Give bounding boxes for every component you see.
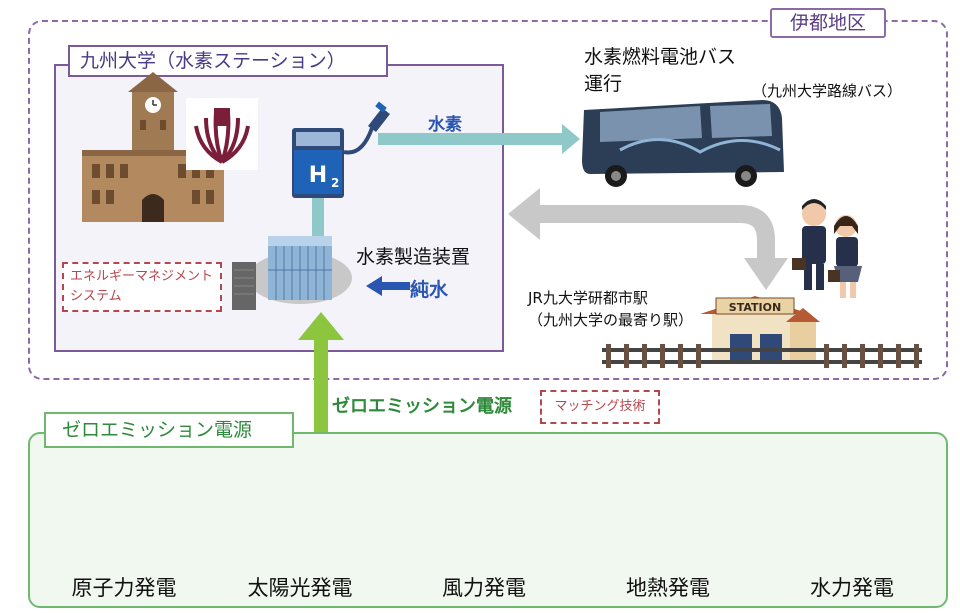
energy-management-line2: システム [70, 289, 122, 304]
svg-text:H: H [309, 163, 327, 188]
svg-text:2: 2 [331, 176, 339, 190]
hydrogen-dispenser-icon: H 2 [292, 101, 390, 198]
zero-emission-title: ゼロエミッション電源 [44, 412, 294, 448]
ito-district-label: 伊都地区 [770, 8, 886, 38]
dispenser-link-bar [312, 198, 324, 248]
hydrogen-plant-label: 水素製造装置 [356, 246, 471, 268]
geothermal-label: 地熱発電 [626, 576, 710, 600]
station-note: （九州大学の最寄り駅） [528, 311, 694, 329]
hydro-label: 水力発電 [810, 576, 894, 600]
zero-emission-arrow [298, 312, 344, 434]
hydrogen-plant-icon [232, 236, 352, 310]
railway-track [602, 344, 922, 368]
pure-water-arrow [366, 276, 410, 296]
matching-technology-label: マッチング技術 [540, 390, 660, 424]
bus-title-line2: 運行 [584, 73, 623, 95]
zero-emission-arrow-label: ゼロエミッション電源 [332, 396, 512, 417]
energy-management-system-label: エネルギーマネジメント システム [62, 262, 222, 312]
bus-route-label: （九州大学路線バス） [752, 82, 903, 100]
station-building-icon: STATION [700, 296, 820, 362]
station-label: JR九大学研都市駅 （九州大学の最寄り駅） [528, 287, 693, 331]
hydrogen-arrow [378, 124, 580, 154]
station-sign: STATION [729, 301, 781, 314]
bus-title-line1: 水素燃料電池バス [584, 46, 737, 68]
fuel-cell-bus-icon [582, 100, 784, 187]
pure-water-label: 純水 [410, 279, 449, 301]
energy-management-line1: エネルギーマネジメント [70, 269, 214, 284]
university-emblem-icon [186, 98, 258, 170]
bus-title: 水素燃料電池バス 運行 [584, 44, 736, 98]
students-icon [792, 199, 862, 298]
zero-emission-box [28, 432, 948, 608]
kyushu-university-title: 九州大学（水素ステーション） [68, 45, 388, 77]
bus-station-arrow [508, 188, 788, 290]
solar-label: 太陽光発電 [247, 576, 353, 600]
nuclear-label: 原子力発電 [71, 576, 177, 600]
ito-district-frame [28, 20, 948, 380]
station-name: JR九大学研都市駅 [528, 289, 648, 307]
hydrogen-label: 水素 [428, 115, 462, 135]
wind-label: 風力発電 [442, 576, 526, 600]
